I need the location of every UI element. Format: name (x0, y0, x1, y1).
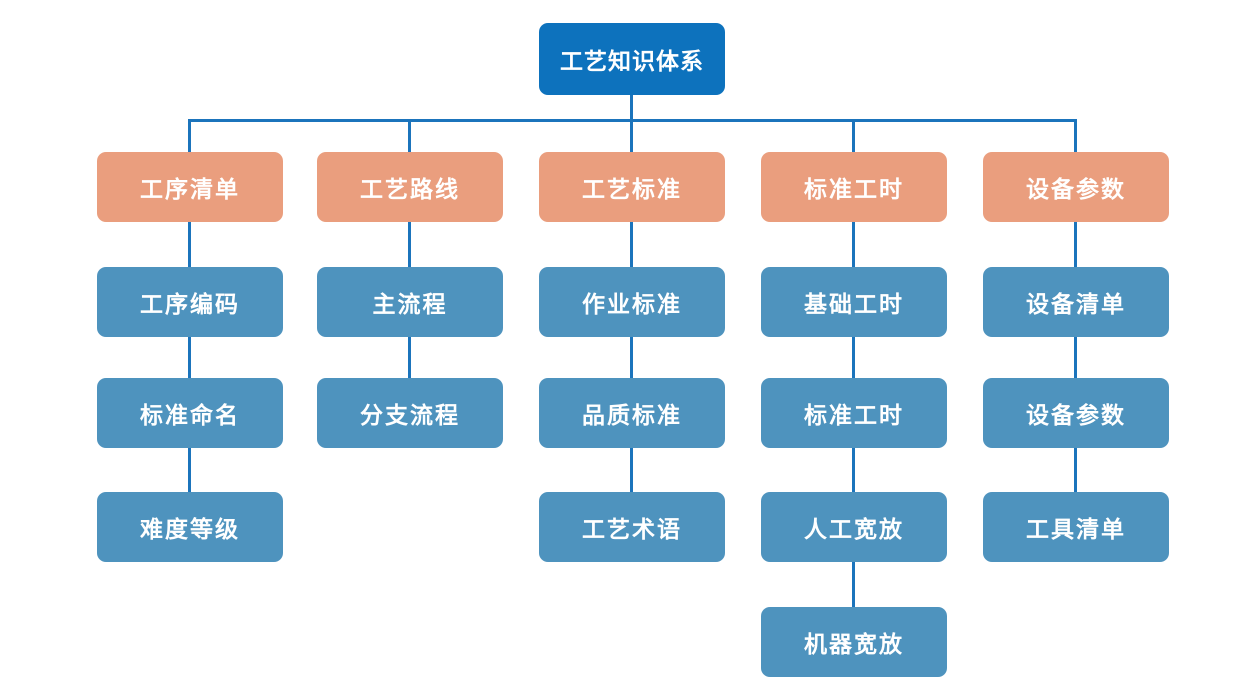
connector-drop (630, 119, 633, 152)
connector-vertical (852, 336, 855, 378)
connector-vertical (852, 221, 855, 267)
item-node: 作业标准 (539, 267, 725, 337)
connector-vertical (852, 561, 855, 607)
item-node: 设备清单 (983, 267, 1169, 337)
item-node: 人工宽放 (761, 492, 947, 562)
connector-drop (852, 119, 855, 152)
connector-drop (408, 119, 411, 152)
item-node: 主流程 (317, 267, 503, 337)
connector-vertical (188, 447, 191, 492)
category-node: 工序清单 (97, 152, 283, 222)
connector-vertical (630, 336, 633, 378)
item-node: 机器宽放 (761, 607, 947, 677)
root-node: 工艺知识体系 (539, 23, 725, 95)
connector-vertical (408, 221, 411, 267)
connector-vertical (852, 447, 855, 492)
item-node: 标准命名 (97, 378, 283, 448)
connector-vertical (188, 221, 191, 267)
category-node: 设备参数 (983, 152, 1169, 222)
category-node: 工艺标准 (539, 152, 725, 222)
item-node: 设备参数 (983, 378, 1169, 448)
item-node: 工具清单 (983, 492, 1169, 562)
item-node: 品质标准 (539, 378, 725, 448)
category-node: 工艺路线 (317, 152, 503, 222)
connector-root-stem (630, 94, 633, 122)
connector-vertical (408, 336, 411, 378)
connector-vertical (1074, 221, 1077, 267)
item-node: 工艺术语 (539, 492, 725, 562)
connector-vertical (1074, 336, 1077, 378)
connector-vertical (630, 447, 633, 492)
item-node: 标准工时 (761, 378, 947, 448)
connector-vertical (188, 336, 191, 378)
category-node: 标准工时 (761, 152, 947, 222)
item-node: 工序编码 (97, 267, 283, 337)
connector-vertical (1074, 447, 1077, 492)
item-node: 难度等级 (97, 492, 283, 562)
item-node: 分支流程 (317, 378, 503, 448)
item-node: 基础工时 (761, 267, 947, 337)
connector-vertical (630, 221, 633, 267)
connector-drop (188, 119, 191, 152)
connector-drop (1074, 119, 1077, 152)
